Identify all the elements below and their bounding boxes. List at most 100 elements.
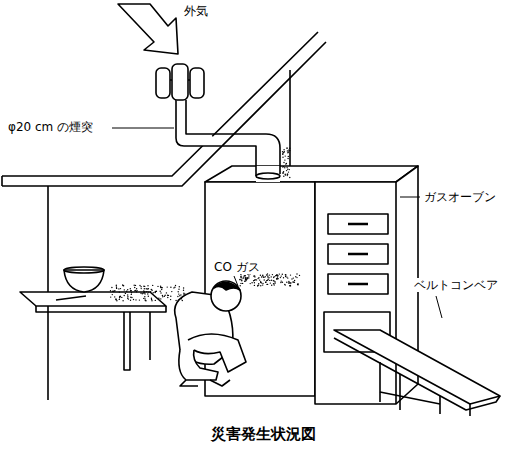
co-gas-dot [144, 288, 145, 289]
co-gas-dot [161, 287, 162, 288]
co-gas-dot [282, 172, 283, 173]
table-leg [124, 312, 150, 370]
co-gas-dot [134, 287, 135, 288]
co-gas-dot [276, 278, 277, 279]
co-gas-dot [122, 300, 123, 301]
co-gas-dot [283, 162, 284, 163]
co-gas-dot [242, 283, 243, 284]
co-gas-dot [116, 285, 117, 286]
co-gas-dot [289, 285, 290, 286]
co-gas-dot [243, 276, 244, 277]
co-gas-dot [151, 289, 152, 290]
co-gas-dot [277, 278, 278, 279]
co-gas-dot [151, 290, 152, 291]
co-gas-dot [276, 275, 277, 276]
co-gas-dot [182, 300, 183, 301]
co-gas-dot [265, 281, 266, 282]
wall-line [289, 70, 291, 175]
co-gas-dot [164, 296, 165, 297]
co-gas-dot [277, 278, 278, 279]
co-gas-dot [284, 167, 285, 168]
person-hair [214, 282, 240, 290]
co-gas-dot [254, 285, 255, 286]
co-gas-dot [240, 285, 241, 286]
co-gas-dot [285, 155, 286, 156]
co-gas-dot [135, 290, 136, 291]
co-gas-dot [147, 288, 148, 289]
roof-edge [1, 176, 3, 186]
co-gas-dot [114, 296, 115, 297]
co-gas-dot [263, 277, 264, 278]
co-gas-dot [276, 274, 277, 275]
co-gas-dot [273, 280, 274, 281]
drawer-handle [348, 224, 368, 284]
co-gas-dot [175, 285, 176, 286]
co-gas-dot [283, 171, 284, 172]
co-gas-dot [240, 276, 241, 277]
co-gas-dot [125, 293, 126, 294]
co-gas-dot [285, 174, 286, 175]
co-gas-dot [290, 274, 291, 275]
co-gas-dot [162, 296, 163, 297]
co-gas-dot [257, 285, 258, 286]
co-gas-dot [254, 282, 255, 283]
co-gas-dot [245, 280, 246, 281]
co-gas-dot [280, 282, 281, 283]
co-gas-dot [247, 277, 248, 278]
co-gas-dot [120, 296, 121, 297]
co-gas-dot [258, 284, 259, 285]
co-gas-dot [119, 291, 120, 292]
co-gas-dot [141, 288, 142, 289]
oven-label: ガスオーブン [422, 190, 498, 204]
co-gas-dot [160, 291, 161, 292]
co-gas-dot [143, 298, 144, 299]
co-gas-dot [127, 289, 128, 290]
co-gas-dot [134, 290, 135, 291]
co-gas-dot [144, 293, 145, 294]
table-top [36, 306, 166, 312]
belt-conveyor [334, 338, 500, 410]
co-gas-dot [130, 297, 131, 298]
co-gas-dot [287, 175, 288, 176]
co-gas-dot [244, 275, 245, 276]
co-gas-dot [170, 296, 171, 297]
co-gas-dot [136, 288, 137, 289]
co-gas-dot [133, 299, 134, 300]
co-gas-dot [262, 283, 263, 284]
co-gas-dot [286, 167, 287, 168]
co-gas-dot [285, 274, 286, 275]
co-gas-dot [128, 298, 129, 299]
co-gas-dot [282, 154, 283, 155]
leader-line [400, 197, 420, 198]
co-gas-dot [111, 287, 112, 288]
co-gas-dot [277, 275, 278, 276]
co-gas-dot [286, 163, 287, 164]
co-gas-dot [143, 286, 144, 287]
co-gas-dot [253, 275, 254, 276]
co-gas-dot [283, 149, 284, 150]
co-gas-dot [114, 290, 115, 291]
co-gas-dot [246, 279, 247, 280]
co-gas-dot [247, 278, 248, 279]
co-gas-dot [142, 293, 143, 294]
conveyor-leg [380, 362, 470, 416]
co-gas-dot [267, 276, 268, 277]
co-gas-dot [285, 284, 286, 285]
co-gas-dot [287, 158, 288, 159]
roof-line [2, 32, 318, 176]
co-gas-dot [151, 299, 152, 300]
co-gas-dot [124, 289, 125, 290]
co-gas-dot [131, 292, 132, 293]
co-gas-dot [120, 296, 121, 297]
co-gas-dot [248, 277, 249, 278]
co-gas-dot [293, 281, 294, 282]
co-gas-dot [285, 174, 286, 175]
co-gas-dot [183, 290, 184, 291]
co-gas-dot [292, 281, 293, 282]
oven-front [315, 166, 418, 404]
co-gas-dot [284, 284, 285, 285]
co-gas-dot [124, 295, 125, 296]
co-gas-dot [165, 295, 166, 296]
co-gas-dot [241, 280, 242, 281]
